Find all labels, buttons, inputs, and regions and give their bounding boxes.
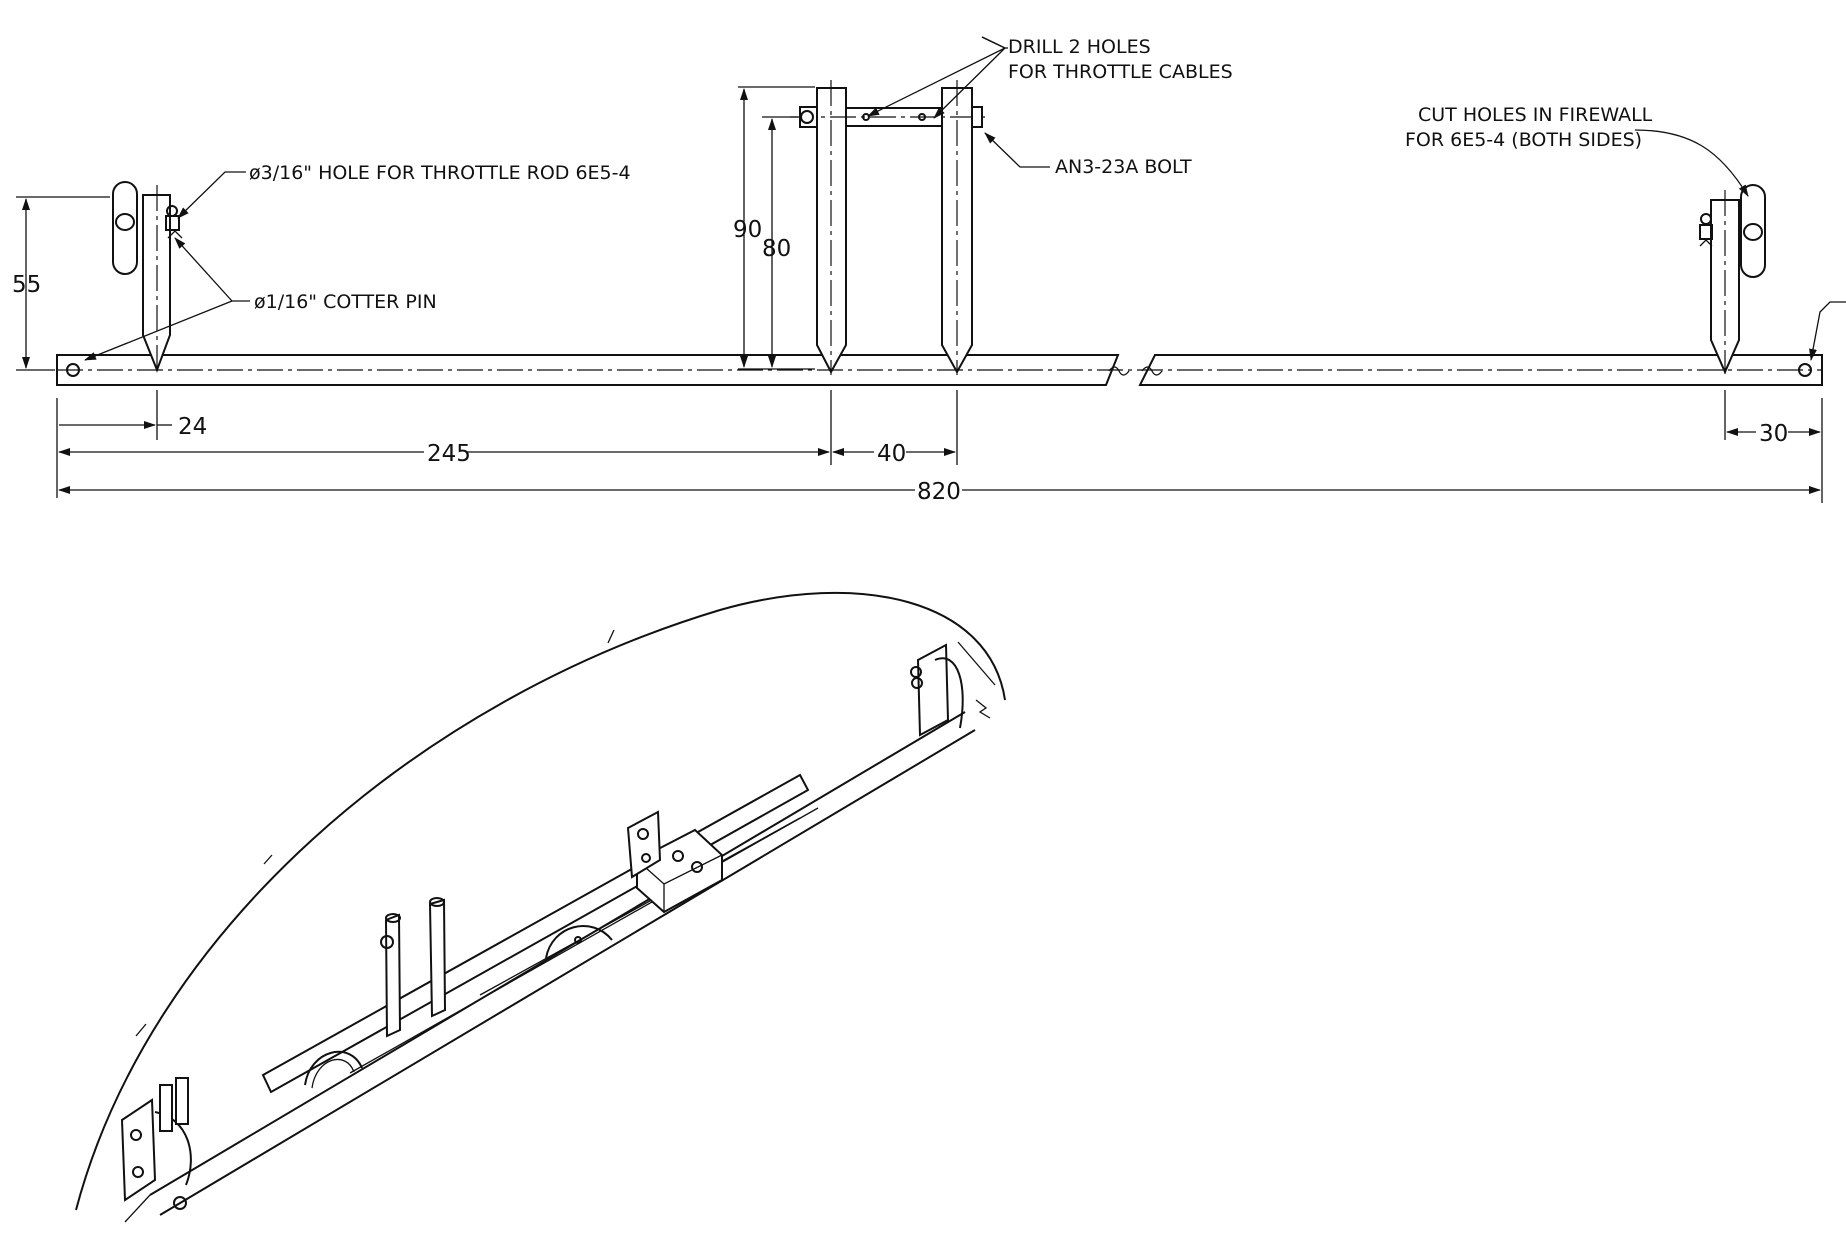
iso-left-end-bracket [120, 1098, 157, 1202]
dim-bracket-height-inner: 80 [762, 236, 791, 262]
dim-lever-height: 55 [12, 272, 41, 298]
end-hole-right [1798, 363, 1812, 377]
bolt-nut [971, 106, 983, 128]
end-hole-left [66, 363, 80, 377]
dim-bracket-height-outer: 90 [733, 217, 762, 243]
iso-lever-upright-left [384, 913, 402, 1038]
iso-right-end-bracket [916, 643, 950, 737]
note-bolt: AN3-23A BOLT [1055, 156, 1192, 178]
note-drill-holes-line2: FOR THROTTLE CABLES [1008, 61, 1233, 83]
iso-throttle-rod [149, 711, 966, 1196]
dim-hole-offset-left: 24 [178, 414, 207, 440]
note-firewall-line1: CUT HOLES IN FIREWALL [1418, 104, 1653, 126]
note-cotter-pin: ø1/16" COTTER PIN [254, 291, 437, 313]
bracket-right [941, 87, 973, 375]
note-throttle-rod-hole: ø3/16" HOLE FOR THROTTLE ROD 6E5-4 [249, 162, 631, 184]
iso-lever-upright-right [428, 898, 447, 1018]
floor-channel [261, 773, 810, 1094]
throttle-rod-left [56, 354, 1120, 386]
dim-overall-length: 820 [917, 479, 961, 505]
bolt-head [799, 106, 818, 128]
fuselage-outline [75, 591, 1006, 1211]
note-drill-holes-line1: DRILL 2 HOLES [1008, 36, 1151, 58]
bracket-left [816, 87, 847, 375]
dim-bracket-spacing: 40 [877, 441, 906, 467]
dim-hole-offset-right: 30 [1759, 421, 1788, 447]
dim-bracket-position: 245 [427, 441, 471, 467]
throttle-rod-right [1138, 354, 1823, 386]
elevation-view: DRILL 2 HOLES FOR THROTTLE CABLES AN3-23… [12, 36, 1846, 505]
iso-arc-bracket-left [304, 1050, 363, 1086]
note-firewall-line2: FOR 6E5-4 (BOTH SIDES) [1405, 129, 1642, 151]
iso-disc [545, 925, 613, 959]
isometric-view [75, 591, 1006, 1223]
